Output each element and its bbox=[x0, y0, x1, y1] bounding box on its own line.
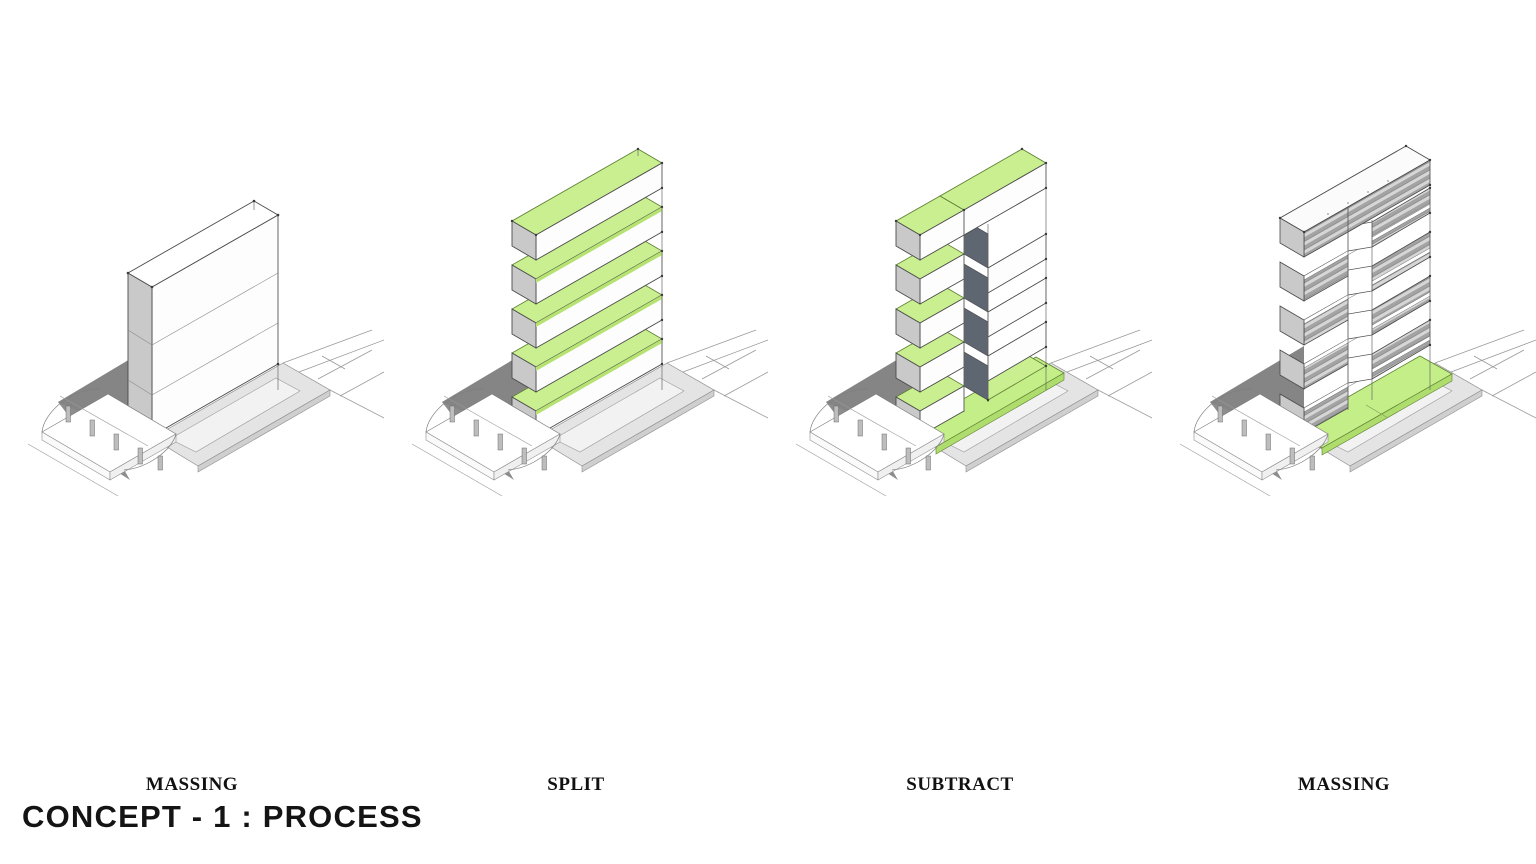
stage-caption-3: SUBTRACT bbox=[906, 774, 1014, 795]
slab-4 bbox=[895, 233, 1047, 305]
louvered-stack bbox=[1279, 145, 1431, 434]
subtract-void-3 bbox=[963, 263, 989, 313]
stage-split[interactable]: SPLIT bbox=[384, 147, 769, 795]
street-lamp-posts bbox=[833, 405, 931, 471]
subtract-void-1 bbox=[963, 351, 989, 401]
facade-void-opening bbox=[1347, 309, 1373, 340]
slab-side-face bbox=[511, 264, 537, 305]
street-promenade bbox=[1179, 388, 1329, 497]
slab-side-face bbox=[895, 220, 921, 261]
slab-side-face bbox=[1279, 261, 1305, 302]
ground-green-edge bbox=[1321, 373, 1453, 456]
site-plinth-edge bbox=[197, 389, 331, 473]
slab-2 bbox=[895, 321, 1047, 393]
slab-side-face bbox=[1279, 349, 1305, 390]
subtract-void-2 bbox=[963, 307, 989, 357]
slab-side-face bbox=[895, 352, 921, 393]
roof-dot-markers bbox=[1327, 180, 1389, 215]
road-intersection bbox=[1434, 329, 1536, 419]
slab-side-face bbox=[895, 308, 921, 349]
ground-green-split-line bbox=[1365, 404, 1389, 419]
stage-caption-4: MASSING bbox=[1297, 774, 1391, 795]
slab-stack bbox=[511, 148, 663, 437]
slab-3 bbox=[511, 236, 663, 349]
floor-4 bbox=[1279, 187, 1431, 302]
slab-side-face bbox=[511, 220, 537, 261]
slab-2 bbox=[511, 280, 663, 393]
slab-5-roof bbox=[895, 148, 1047, 261]
facade-void-opening bbox=[1347, 265, 1373, 296]
road-intersection bbox=[666, 329, 769, 419]
stage-massing-final-drawing bbox=[1179, 144, 1536, 497]
street-lamp-posts bbox=[65, 405, 163, 471]
ground-green-edge bbox=[935, 372, 1065, 455]
massing-datum-lines bbox=[253, 201, 279, 390]
slab-side-face bbox=[1279, 217, 1305, 258]
street-lamp-posts bbox=[1217, 405, 1315, 471]
slab-side-face bbox=[511, 352, 537, 393]
site-plinth-inner bbox=[169, 377, 301, 453]
slab-side-face bbox=[511, 308, 537, 349]
site-plinth-edge bbox=[1349, 389, 1483, 473]
floor-3 bbox=[1279, 231, 1431, 346]
stage-subtract[interactable]: SUBTRACT bbox=[768, 147, 1153, 795]
slab-side-face bbox=[1279, 305, 1305, 346]
stage-caption-2: SPLIT bbox=[547, 774, 605, 795]
stage-subtract-drawing bbox=[795, 147, 1153, 497]
slab-green-band bbox=[536, 207, 662, 283]
slab-4 bbox=[511, 192, 663, 305]
floor-5-roof bbox=[1279, 145, 1431, 258]
slab-1 bbox=[511, 324, 663, 437]
datum-lines bbox=[963, 163, 1047, 412]
stage-caption-1: MASSING bbox=[145, 774, 239, 795]
stage-massing[interactable]: MASSING bbox=[0, 150, 385, 795]
stage-split-drawing bbox=[411, 147, 769, 497]
stage-massing-drawing bbox=[27, 199, 385, 497]
facade-void-opening bbox=[1347, 353, 1373, 384]
slab-green-band bbox=[536, 251, 662, 327]
street-promenade bbox=[27, 388, 177, 497]
stage-massing-final[interactable]: MASSING bbox=[1152, 144, 1536, 795]
site-plinth-inner bbox=[553, 377, 685, 453]
site-plinth-edge bbox=[965, 389, 1099, 473]
slab-stack-subtracted bbox=[895, 148, 1047, 437]
street-promenade bbox=[411, 388, 561, 497]
massing-guide-lines bbox=[127, 272, 279, 396]
slab-green-band bbox=[536, 295, 662, 371]
street-promenade bbox=[795, 388, 945, 497]
road-intersection bbox=[1050, 329, 1153, 419]
street-lamp-posts bbox=[449, 405, 547, 471]
road-intersection bbox=[282, 329, 385, 419]
slab-side-face bbox=[895, 264, 921, 305]
site-plinth-edge bbox=[581, 389, 715, 473]
slab-green-band bbox=[536, 339, 662, 415]
sheet-title: CONCEPT - 1 : PROCESS bbox=[22, 799, 423, 834]
